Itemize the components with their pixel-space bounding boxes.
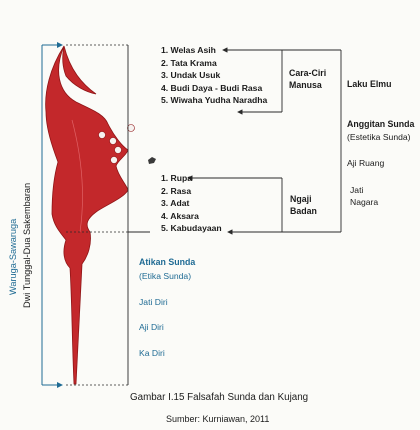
upper-list-item: 4. Budi Daya - Budi Rasa [161, 82, 263, 93]
vertical-label-dwi-tunggal: Dwi Tunggal-Dua Sakembaran [22, 182, 32, 308]
ink-mark [148, 157, 156, 164]
kujang-hole-2 [109, 137, 117, 145]
upper-list-item: 5. Wiwaha Yudha Naradha [161, 95, 268, 106]
kujang-illustration [45, 45, 156, 385]
lower-list-item: 4. Aksara [161, 210, 199, 221]
atikan-sunda-label: Atikan Sunda [139, 257, 196, 267]
laku-elmu-label: Laku Elmu [347, 79, 392, 89]
jati-label: Jati [350, 185, 364, 195]
manusa-label: Manusa [289, 80, 322, 90]
kujang-inner-line [71, 119, 83, 233]
lower-list-item: 5. Kabudayaan [161, 223, 222, 234]
badan-label: Badan [290, 206, 317, 216]
kujang-hole-3 [127, 124, 135, 132]
lower-list: 1. Rupa 2. Rasa 3. Adat 4. Aksara 5. Kab… [161, 172, 222, 235]
upper-list-item: 3. Undak Usuk [161, 70, 221, 81]
ngaji-label: Ngaji [290, 194, 312, 204]
cara-ciri-label: Cara-Ciri [289, 68, 327, 78]
lower-list-item: 1. Rupa [161, 173, 193, 183]
upper-list-item: 2. Tata Krama [161, 57, 217, 68]
aji-diri-label: Aji Diri [139, 322, 164, 332]
vertical-label-waruga: Waruga-Sawaruga [8, 218, 18, 295]
kujang-blade [45, 45, 129, 385]
nagara-label: Nagara [350, 197, 379, 207]
kujang-hole-4 [114, 146, 122, 154]
upper-list-item: 1. Welas Asih [161, 45, 216, 55]
figure-caption: Gambar I.15 Falsafah Sunda dan Kujang [130, 392, 309, 403]
kujang-hole-1 [98, 131, 106, 139]
lower-list-item: 2. Rasa [161, 185, 192, 196]
etika-sunda-label: (Etika Sunda) [139, 271, 192, 281]
lower-list-item: 3. Adat [161, 198, 190, 209]
anggitan-sunda-label: Anggitan Sunda [347, 119, 415, 129]
kujang-waru-tip [62, 45, 97, 95]
kujang-hole-5 [110, 156, 118, 164]
aji-ruang-label: Aji Ruang [347, 158, 385, 168]
figure-source: Sumber: Kurniawan, 2011 [166, 414, 270, 424]
jati-diri-label: Jati Diri [139, 297, 168, 307]
upper-list: 1. Welas Asih 2. Tata Krama 3. Undak Usu… [161, 44, 267, 107]
ka-diri-label: Ka Diri [139, 348, 165, 358]
estetika-sunda-label: (Estetika Sunda) [347, 132, 411, 142]
